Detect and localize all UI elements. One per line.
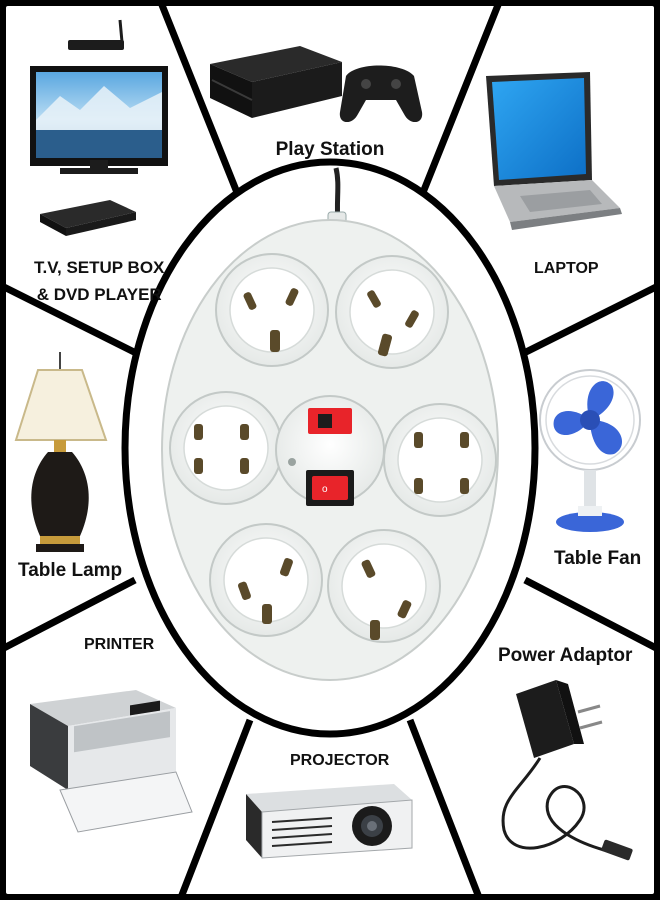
extension-board-icon: o <box>161 167 499 681</box>
label-laptop: LAPTOP <box>534 260 599 277</box>
power-adaptor-icon <box>501 680 633 861</box>
label-table-fan: Table Fan <box>554 548 642 569</box>
projector-icon <box>246 784 413 859</box>
tv-setup-box-icon <box>30 19 168 236</box>
label-table-lamp: Table Lamp <box>18 560 123 581</box>
printer-icon <box>30 690 193 833</box>
power-switch <box>312 476 348 500</box>
label-tv-line1: T.V, SETUP BOX <box>34 258 165 277</box>
label-play-station: Play Station <box>275 139 385 160</box>
laptop-icon <box>486 72 622 230</box>
svg-text:o: o <box>322 484 328 495</box>
play-station-icon <box>210 46 423 123</box>
table-lamp-icon <box>14 352 108 552</box>
label-power-adaptor: Power Adaptor <box>498 645 633 666</box>
label-projector: PROJECTOR <box>290 752 390 769</box>
label-tv-line2: & DVD PLAYER <box>36 285 162 304</box>
table-fan-icon <box>539 369 641 532</box>
label-printer: PRINTER <box>84 636 155 653</box>
label-tv-setup-box: T.V, SETUP BOX & DVD PLAYER <box>34 254 164 308</box>
